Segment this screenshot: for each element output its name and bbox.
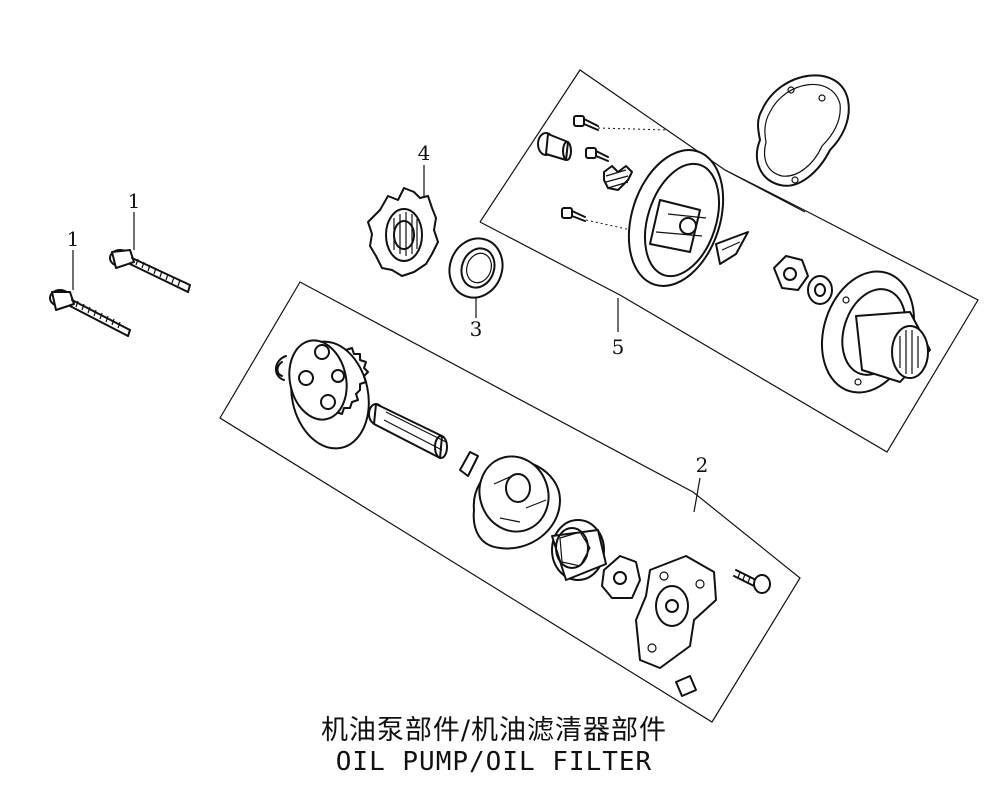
filter-gasket: [755, 74, 850, 187]
inner-rotor: [601, 555, 641, 599]
filter-drive-hub: [820, 270, 931, 394]
oil-seal: [448, 237, 504, 299]
pump-shaft: [368, 403, 448, 459]
filter-washer: [807, 275, 833, 305]
relief-spring: [603, 165, 633, 191]
pump-assembly-frame: [219, 281, 801, 723]
castle-nut: [773, 255, 809, 291]
cotter-clip: [715, 231, 749, 265]
title-english: OIL PUMP/OIL FILTER: [335, 747, 653, 777]
circlip: [275, 355, 287, 381]
callout-bolt-left: 1: [67, 227, 80, 251]
callout-filter-assembly: 5: [612, 335, 625, 359]
shaft-pin: [459, 451, 479, 477]
filter-frame-notch: [724, 169, 806, 213]
filter-rotor-housing: [627, 149, 725, 287]
filter-pin: [537, 132, 572, 161]
bolt-left: [49, 289, 131, 337]
outer-rotor: [551, 519, 607, 581]
callout-drive-gear: 4: [418, 141, 431, 165]
pump-body: [472, 455, 561, 550]
diagram-title: 机油泵部件/机油滤清器部件 OIL PUMP/OIL FILTER: [0, 715, 988, 777]
title-chinese: 机油泵部件/机油滤清器部件: [320, 715, 668, 746]
filter-assembly-frame: [479, 69, 979, 453]
pump-cover: [635, 555, 717, 669]
leader-pump-assembly: [693, 477, 701, 513]
callout-bolt-right: 1: [128, 189, 141, 213]
dowel-pin: [675, 675, 697, 697]
callout-pump-assembly: 2: [696, 453, 709, 477]
callout-oil-seal: 3: [470, 317, 483, 341]
pump-driven-gear: [288, 339, 370, 450]
pump-cover-screw: [733, 569, 771, 594]
drive-gear: [367, 187, 439, 277]
bolt-right: [109, 249, 191, 293]
